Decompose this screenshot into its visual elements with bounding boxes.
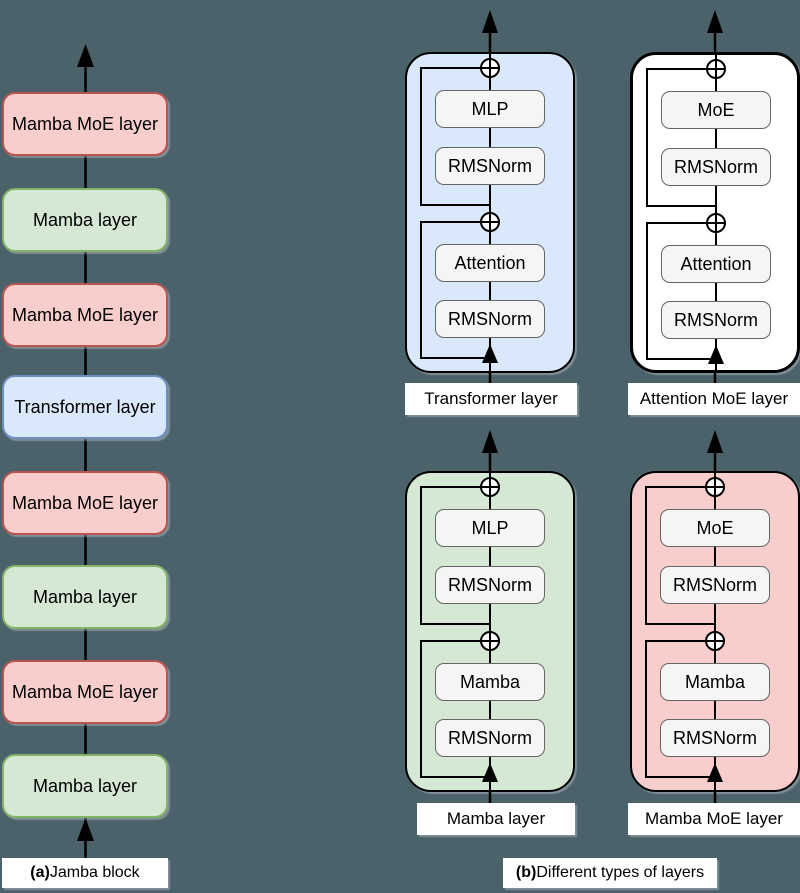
- card-label-text: Mamba layer: [446, 809, 546, 828]
- plus-icon: [707, 60, 725, 78]
- residual-skip-line: [646, 68, 716, 207]
- residual-skip-line: [645, 486, 715, 625]
- arrow-up-icon: [77, 44, 94, 67]
- plus-icon: [481, 632, 499, 650]
- sublayer-label: RMSNorm: [448, 155, 532, 176]
- caption-a: (a) Jamba block: [2, 858, 168, 888]
- layer-block-label: Mamba layer: [32, 775, 138, 796]
- rmsnorm-box: RMSNorm: [435, 566, 545, 604]
- plus-icon: [481, 59, 499, 77]
- layer-block-transformer: Transformer layer: [2, 375, 168, 439]
- moe-box: MoE: [661, 91, 771, 129]
- rmsnorm-box: RMSNorm: [435, 147, 545, 185]
- card-label-transformer-layer: Transformer layer: [405, 383, 577, 415]
- arrow-up-icon: [482, 10, 498, 33]
- caption-a-text: Jamba block: [49, 864, 140, 881]
- arrow-up-icon: [707, 763, 723, 782]
- layer-block-label: Mamba MoE layer: [11, 113, 159, 134]
- sublayer-label: RMSNorm: [448, 574, 532, 595]
- layer-block-mamba: Mamba layer: [2, 754, 168, 818]
- residual-skip-line: [646, 222, 716, 360]
- moe-box: MoE: [660, 509, 770, 547]
- plus-icon: [706, 632, 724, 650]
- attention-box: Attention: [435, 244, 545, 282]
- caption-b: (b) Different types of layers: [503, 858, 717, 888]
- layer-block-label: Transformer layer: [14, 396, 156, 417]
- caption-b-prefix: (b): [515, 864, 537, 881]
- rmsnorm-box: RMSNorm: [661, 301, 771, 339]
- sublayer-label: RMSNorm: [673, 727, 757, 748]
- rmsnorm-box: RMSNorm: [435, 719, 545, 757]
- sublayer-label: MoE: [696, 517, 734, 538]
- layer-block-mamba: Mamba layer: [2, 565, 168, 629]
- caption-a-prefix: (a): [30, 864, 50, 881]
- sublayer-label: Attention: [454, 252, 526, 273]
- sublayer-label: RMSNorm: [673, 574, 757, 595]
- residual-skip-line: [420, 486, 490, 625]
- residual-skip-line: [420, 640, 490, 778]
- layer-block-label: Mamba layer: [32, 209, 138, 230]
- sublayer-label: RMSNorm: [674, 309, 758, 330]
- layer-block-label: Mamba MoE layer: [11, 492, 159, 513]
- layer-block-label: Mamba MoE layer: [11, 681, 159, 702]
- arrow-up-icon: [707, 430, 723, 453]
- mlp-box: MLP: [435, 509, 545, 547]
- rmsnorm-box: RMSNorm: [661, 148, 771, 186]
- arrow-up-icon: [708, 345, 724, 364]
- residual-skip-line: [420, 67, 490, 206]
- residual-skip-line: [645, 640, 715, 778]
- card-label-mamba-layer: Mamba layer: [417, 803, 575, 835]
- residual-skip-line: [420, 221, 490, 359]
- attention-box: Attention: [661, 245, 771, 283]
- plus-icon: [481, 213, 499, 231]
- mamba-box: Mamba: [435, 663, 545, 701]
- plus-icon: [481, 478, 499, 496]
- layer-block-label: Mamba layer: [32, 586, 138, 607]
- rmsnorm-box: RMSNorm: [660, 719, 770, 757]
- layer-block-mamba-moe: Mamba MoE layer: [2, 283, 168, 347]
- layer-block-label: Mamba MoE layer: [11, 304, 159, 325]
- layer-block-mamba-moe: Mamba MoE layer: [2, 471, 168, 535]
- sublayer-label: MoE: [697, 99, 735, 120]
- card-label-text: Transformer layer: [424, 389, 558, 408]
- rmsnorm-box: RMSNorm: [435, 300, 545, 338]
- mlp-box: MLP: [435, 90, 545, 128]
- card-label-attention-moe-layer: Attention MoE layer: [628, 383, 800, 415]
- sublayer-label: Attention: [680, 253, 752, 274]
- layer-block-mamba-moe: Mamba MoE layer: [2, 92, 168, 156]
- rmsnorm-box: RMSNorm: [660, 566, 770, 604]
- caption-b-text: Different types of layers: [536, 864, 705, 881]
- arrow-up-icon: [482, 763, 498, 782]
- sublayer-label: Mamba: [459, 671, 521, 692]
- mamba-box: Mamba: [660, 663, 770, 701]
- card-label-text: Mamba MoE layer: [645, 809, 783, 828]
- arrow-up-icon: [482, 344, 498, 363]
- plus-icon: [707, 214, 725, 232]
- sublayer-label: RMSNorm: [448, 308, 532, 329]
- layer-block-mamba: Mamba layer: [2, 188, 168, 252]
- arrow-up-icon: [482, 430, 498, 453]
- card-attention-moe-layer: MoE RMSNorm Attention RMSNorm: [630, 52, 800, 373]
- card-mamba-layer: MLP RMSNorm Mamba RMSNorm: [405, 471, 575, 792]
- plus-icon: [706, 478, 724, 496]
- arrow-up-icon: [77, 818, 94, 841]
- card-mamba-moe-layer: MoE RMSNorm Mamba RMSNorm: [630, 471, 800, 792]
- layer-block-mamba-moe: Mamba MoE layer: [2, 660, 168, 724]
- sublayer-label: MLP: [471, 98, 509, 119]
- card-label-text: Attention MoE layer: [639, 389, 789, 408]
- card-label-mamba-moe-layer: Mamba MoE layer: [628, 803, 800, 835]
- sublayer-label: RMSNorm: [674, 156, 758, 177]
- arrow-up-icon: [707, 10, 723, 33]
- sublayer-label: MLP: [471, 517, 509, 538]
- sublayer-label: RMSNorm: [448, 727, 532, 748]
- sublayer-label: Mamba: [684, 671, 746, 692]
- card-transformer-layer: MLP RMSNorm Attention RMSNorm: [405, 52, 575, 373]
